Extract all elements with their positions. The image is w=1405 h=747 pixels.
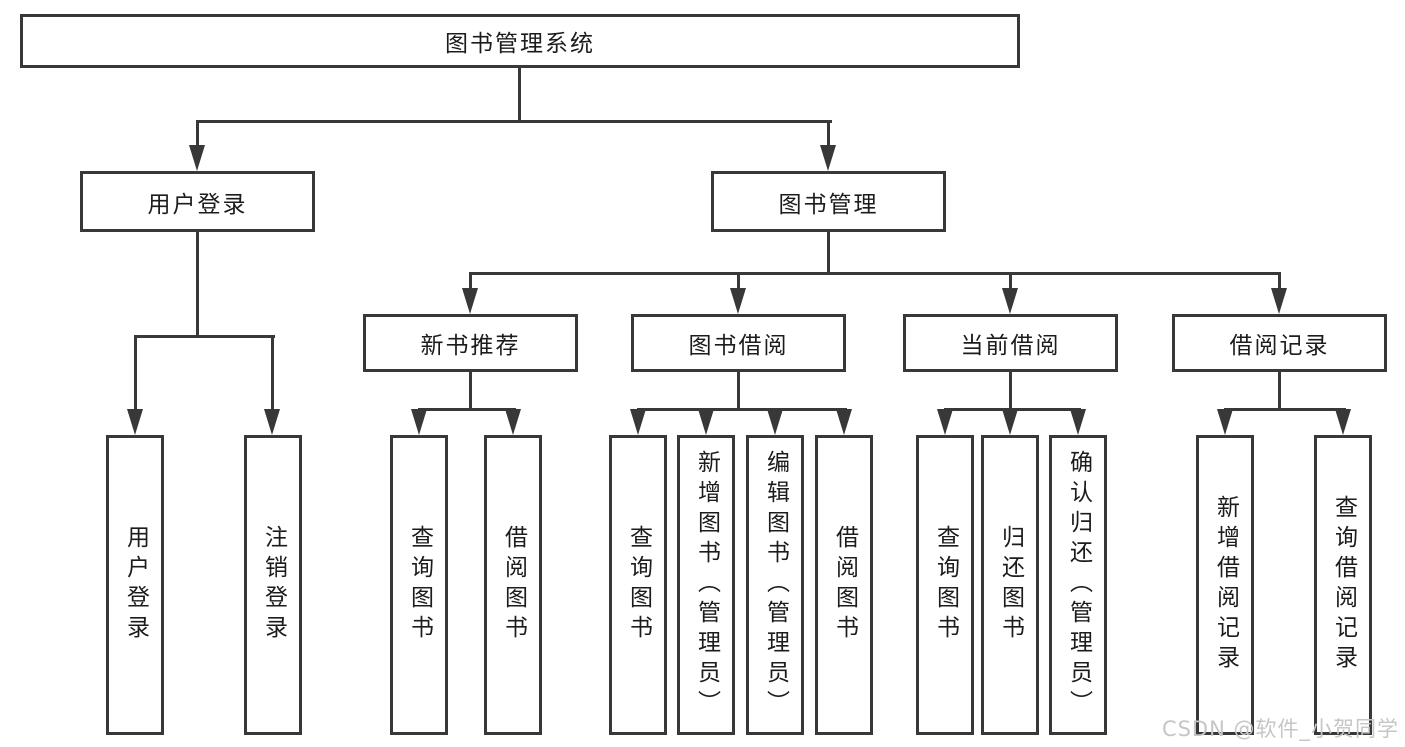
connector-line	[827, 120, 830, 147]
connector-line	[1278, 372, 1281, 408]
connector-line	[1224, 408, 1346, 411]
node-label: 图书借阅	[688, 333, 789, 359]
node-library-system: 图书管理系统	[20, 14, 1020, 68]
node-label: 当前借阅	[960, 333, 1061, 359]
node-label: 用户登录	[122, 525, 149, 645]
leaf-query-books-recommend: 查询图书	[390, 435, 448, 735]
arrowhead-down-icon	[462, 288, 478, 314]
arrowhead-down-icon	[1271, 288, 1287, 314]
connector-line	[469, 272, 472, 290]
arrowhead-down-icon	[767, 409, 783, 435]
connector-line	[469, 372, 472, 408]
arrowhead-down-icon	[1217, 409, 1233, 435]
arrowhead-down-icon	[189, 145, 205, 171]
arrowhead-down-icon	[937, 409, 953, 435]
node-user-login: 用户登录	[80, 171, 315, 232]
arrowhead-down-icon	[836, 409, 852, 435]
connector-line	[1009, 272, 1012, 290]
leaf-borrow-books-recommend: 借阅图书	[484, 435, 542, 735]
leaf-logout: 注销登录	[244, 435, 302, 735]
connector-line	[1009, 372, 1012, 408]
arrowhead-down-icon	[630, 409, 646, 435]
arrowhead-down-icon	[1070, 409, 1086, 435]
node-label: 确认归还（管理员）	[1065, 450, 1092, 720]
leaf-return-books: 归还图书	[981, 435, 1039, 735]
leaf-edit-books-admin: 编辑图书（管理员）	[746, 435, 804, 735]
leaf-borrow-books: 借阅图书	[815, 435, 873, 735]
connector-line	[637, 408, 847, 411]
connector-line	[827, 232, 830, 272]
arrowhead-down-icon	[264, 409, 280, 435]
leaf-query-books-current: 查询图书	[916, 435, 974, 735]
leaf-add-borrow-record: 新增借阅记录	[1196, 435, 1254, 735]
connector-line	[134, 335, 275, 338]
connector-line	[1278, 272, 1281, 290]
arrowhead-down-icon	[820, 145, 836, 171]
node-label: 编辑图书（管理员）	[762, 450, 789, 720]
leaf-query-books-borrowing: 查询图书	[609, 435, 667, 735]
arrowhead-down-icon	[1002, 288, 1018, 314]
node-label: 查询借阅记录	[1330, 495, 1357, 675]
connector-line	[469, 272, 1281, 275]
leaf-add-books-admin: 新增图书（管理员）	[677, 435, 735, 735]
node-label: 注销登录	[260, 525, 287, 645]
connector-line	[196, 232, 199, 335]
node-current-borrowing: 当前借阅	[903, 314, 1118, 372]
arrowhead-down-icon	[127, 409, 143, 435]
node-label: 查询图书	[625, 525, 652, 645]
node-borrowing-records: 借阅记录	[1172, 314, 1387, 372]
node-book-management: 图书管理	[711, 171, 946, 232]
connector-line	[518, 68, 521, 120]
csdn-watermark: CSDN @软件_小贺同学	[1161, 717, 1399, 741]
arrowhead-down-icon	[730, 288, 746, 314]
node-label: 归还图书	[997, 525, 1024, 645]
arrowhead-down-icon	[1002, 409, 1018, 435]
arrowhead-down-icon	[505, 409, 521, 435]
arrowhead-down-icon	[1335, 409, 1351, 435]
node-label: 查询图书	[406, 525, 433, 645]
leaf-query-borrow-record: 查询借阅记录	[1314, 435, 1372, 735]
node-label: 新增借阅记录	[1212, 495, 1239, 675]
arrowhead-down-icon	[411, 409, 427, 435]
connector-line	[418, 408, 516, 411]
node-label: 图书管理	[778, 191, 879, 218]
connector-line	[196, 120, 832, 123]
node-book-borrowing: 图书借阅	[631, 314, 846, 372]
connector-line	[737, 372, 740, 408]
arrowhead-down-icon	[698, 409, 714, 435]
node-label: 借阅记录	[1229, 333, 1330, 359]
connector-line	[196, 120, 199, 147]
node-label: 新增图书（管理员）	[693, 450, 720, 720]
leaf-confirm-return-admin: 确认归还（管理员）	[1049, 435, 1107, 735]
node-new-book-recommend: 新书推荐	[363, 314, 578, 372]
node-label: 查询图书	[932, 525, 959, 645]
connector-line	[134, 335, 137, 411]
node-label: 图书管理系统	[445, 31, 595, 57]
node-label: 借阅图书	[500, 525, 527, 645]
node-label: 借阅图书	[831, 525, 858, 645]
connector-line	[271, 335, 274, 411]
leaf-user-login: 用户登录	[106, 435, 164, 735]
connector-line	[737, 272, 740, 290]
node-label: 新书推荐	[420, 333, 521, 359]
node-label: 用户登录	[147, 191, 248, 218]
